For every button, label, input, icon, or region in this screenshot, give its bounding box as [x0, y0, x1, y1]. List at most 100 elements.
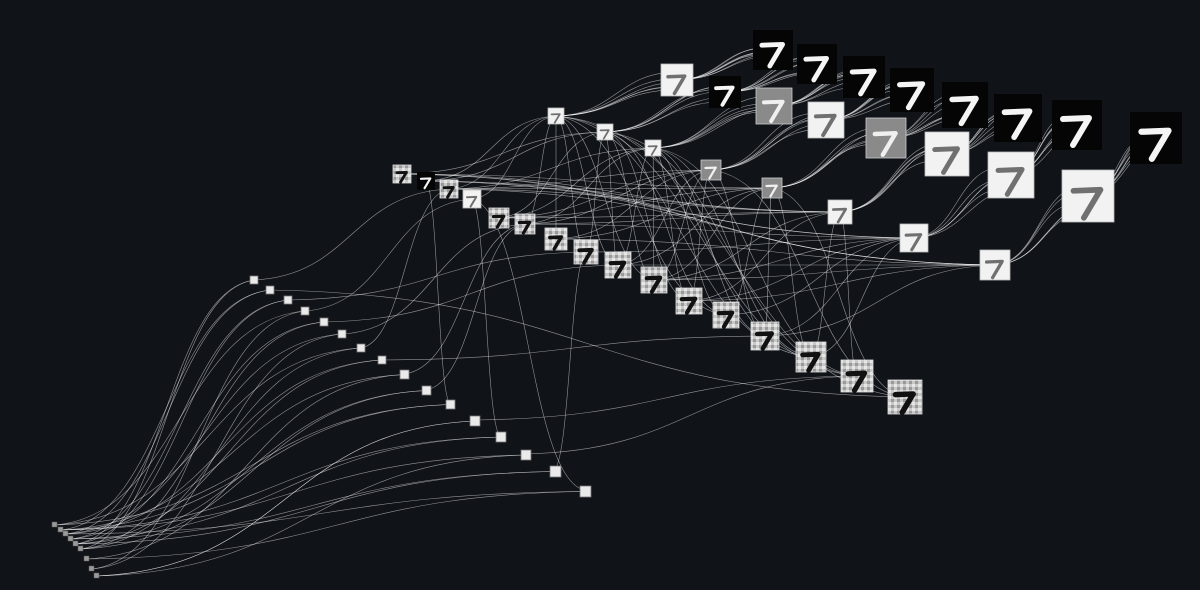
connection-line [60, 436, 502, 531]
dense-layer-node[interactable] [1061, 169, 1115, 223]
conv-layer-1-node[interactable] [887, 379, 923, 416]
connection-line [54, 404, 451, 526]
dense-layer-node[interactable] [865, 117, 907, 159]
output-layer-node[interactable] [890, 68, 934, 112]
input-layer-node[interactable] [356, 343, 366, 353]
digit-glyph [754, 331, 774, 351]
output-layer-node[interactable] [1130, 112, 1182, 164]
conv-layer-1-node[interactable] [604, 251, 632, 279]
connection-line [710, 117, 823, 171]
conv-layer-1-node[interactable] [675, 287, 703, 315]
conv-layer-2-node[interactable] [547, 107, 565, 125]
conv-layer-2-node[interactable] [596, 123, 614, 141]
connection-line [425, 180, 915, 239]
input-layer-node[interactable] [445, 399, 456, 410]
connection-line [96, 454, 527, 577]
input-layer-node[interactable] [249, 275, 259, 285]
connection-line [304, 198, 473, 312]
conv-layer-1-node[interactable] [840, 359, 874, 393]
input-layer-node[interactable] [579, 485, 592, 498]
digit-glyph [679, 296, 698, 315]
input-layer-node[interactable] [421, 385, 432, 396]
input-layer-node[interactable] [520, 449, 532, 461]
input-layer-node[interactable] [265, 285, 275, 295]
output-layer-node[interactable] [1052, 100, 1102, 150]
connection-line [425, 115, 557, 182]
input-layer-node[interactable] [399, 369, 410, 380]
conv-layer-1-node[interactable] [514, 213, 536, 235]
conv-layer-1-node[interactable] [795, 341, 827, 373]
connection-line [604, 101, 725, 133]
dense-layer-node[interactable] [755, 87, 793, 125]
conv-layer-1-node[interactable] [439, 179, 459, 199]
input-layer-node[interactable] [495, 431, 507, 443]
connection-line [401, 173, 773, 189]
conv-layer-1-node[interactable] [417, 172, 435, 190]
input-pixel [83, 555, 90, 562]
connection-line [448, 188, 996, 266]
input-layer-node[interactable] [319, 317, 329, 327]
connection-line [555, 187, 773, 240]
dense-layer-node[interactable] [660, 63, 694, 97]
conv-layer-1-node[interactable] [392, 164, 412, 184]
conv-layer-1-node[interactable] [640, 266, 668, 294]
conv-layer-1-node[interactable] [712, 301, 740, 329]
digit-glyph [644, 275, 663, 294]
conv-layer-1-node[interactable] [488, 207, 510, 229]
conv-layer-1-node[interactable] [544, 227, 568, 251]
digit-glyph [714, 85, 735, 107]
input-layer-node[interactable] [549, 465, 562, 478]
digit-glyph [845, 370, 868, 393]
dense-layer-node[interactable] [807, 101, 845, 139]
connection-line [54, 310, 306, 526]
conv-layer-1-node[interactable] [750, 321, 780, 351]
connection-line [524, 147, 654, 225]
conv-layer-2-node[interactable] [700, 159, 722, 181]
dense-layer-node[interactable] [924, 131, 970, 177]
connection-line [555, 115, 655, 281]
conv-layer-2-node[interactable] [644, 139, 662, 157]
connection-line [652, 109, 768, 149]
neuron-square [495, 431, 507, 443]
neuron-square [283, 295, 293, 305]
connection-line [653, 237, 915, 281]
connection-line [688, 264, 996, 302]
input-pixel [67, 535, 74, 542]
connection-line [652, 147, 655, 281]
input-layer-node[interactable] [283, 295, 293, 305]
conv-layer-2-node[interactable] [761, 177, 783, 199]
digit-glyph [608, 260, 627, 279]
neuron-square [319, 317, 329, 327]
conv-layer-2-node[interactable] [979, 249, 1011, 281]
conv-layer-2-node[interactable] [899, 223, 929, 253]
digit-glyph [1070, 186, 1104, 221]
output-layer-node[interactable] [797, 44, 837, 84]
output-layer-node[interactable] [753, 30, 793, 70]
output-layer-node[interactable] [942, 82, 988, 128]
input-pixel [62, 530, 69, 537]
output-layer-node[interactable] [843, 56, 885, 98]
connection-line [688, 211, 841, 302]
digit-glyph [995, 166, 1025, 197]
digit-glyph [761, 99, 785, 124]
connection-line [604, 131, 690, 302]
digit-glyph [849, 68, 877, 97]
conv-layer-1-node[interactable] [573, 239, 599, 265]
connection-line [771, 126, 882, 189]
input-layer-node[interactable] [377, 355, 387, 365]
output-layer-node[interactable] [994, 94, 1042, 142]
connection-line [341, 223, 526, 335]
conv-layer-1-node[interactable] [462, 189, 482, 209]
connection-line [75, 299, 289, 545]
input-layer-node[interactable] [300, 306, 310, 316]
digit-glyph [666, 74, 687, 96]
conv-layer-2-node[interactable] [827, 199, 853, 225]
connection-line [60, 374, 405, 531]
digit-glyph [897, 81, 926, 111]
input-layer-node[interactable] [337, 329, 347, 339]
dense-layer-node[interactable] [987, 151, 1035, 199]
input-layer-node[interactable] [469, 415, 481, 427]
neuron-square [337, 329, 347, 339]
dense-layer-node[interactable] [709, 76, 741, 108]
